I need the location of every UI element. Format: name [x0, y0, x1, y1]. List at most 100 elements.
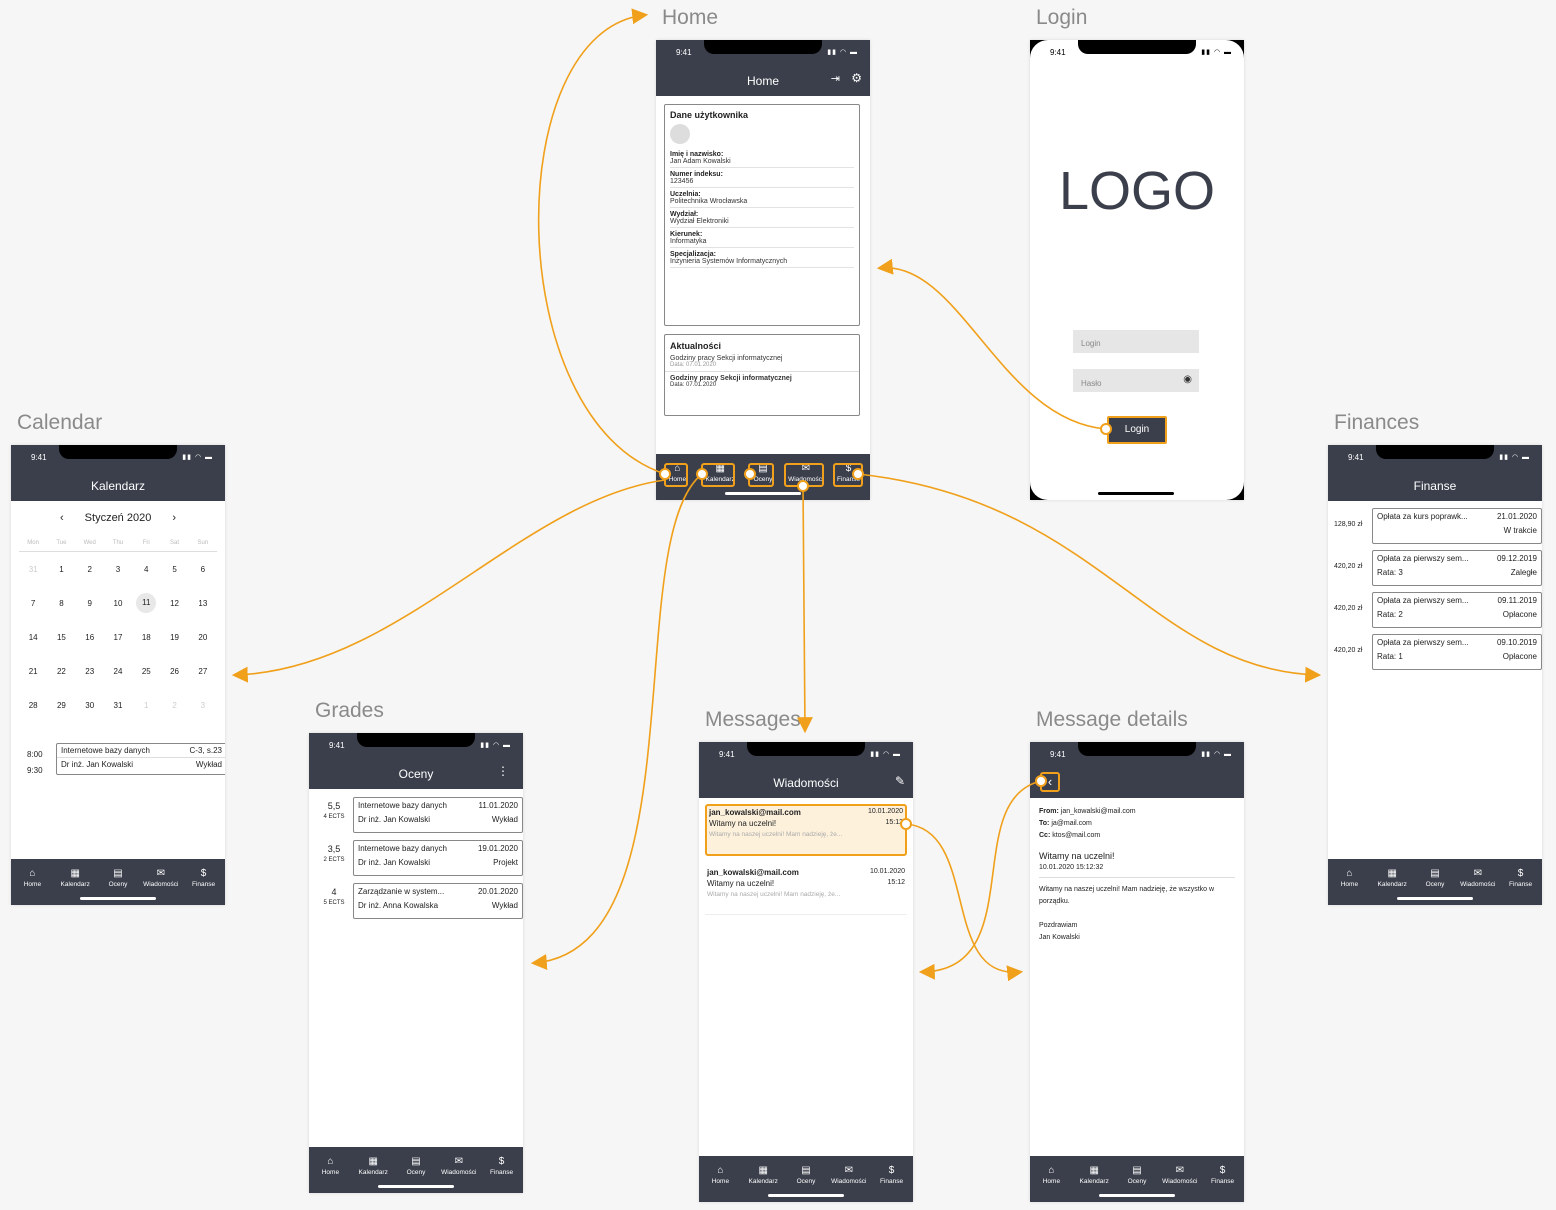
finance-line: Opłata za pierwszy sem...09.12.2019: [1373, 551, 1541, 563]
tab-calendar[interactable]: ▦Kalendarz: [742, 1156, 785, 1202]
tab-mail[interactable]: ✉Wiadomości: [827, 1156, 870, 1202]
arrow-home-to-messages: [796, 484, 813, 734]
more-icon[interactable]: ⋮: [497, 764, 509, 778]
tab-calendar[interactable]: ▦Kalendarz: [54, 859, 97, 905]
day-cell[interactable]: 2: [76, 565, 104, 574]
event-time: 8:00 9:30: [27, 747, 43, 779]
day-cell[interactable]: 31: [104, 701, 132, 710]
day-cell[interactable]: 27: [189, 667, 217, 676]
day-cell[interactable]: 3: [104, 565, 132, 574]
tab-grades[interactable]: ▤Oceny: [1116, 1156, 1159, 1202]
news-item[interactable]: Godziny pracy Sekcji informatycznej Data…: [665, 355, 859, 372]
tab-mail[interactable]: ✉Wiadomości: [139, 859, 182, 905]
tab-dollar[interactable]: $Finanse: [870, 1156, 913, 1202]
frame-label-messages: Messages: [705, 708, 801, 731]
day-cell[interactable]: 19: [160, 633, 188, 642]
day-cell[interactable]: 26: [160, 667, 188, 676]
tab-calendar[interactable]: ▦Kalendarz: [699, 454, 742, 500]
tab-dollar[interactable]: $Finanse: [827, 454, 870, 500]
tab-dollar[interactable]: $Finanse: [182, 859, 225, 905]
day-cell[interactable]: 16: [76, 633, 104, 642]
day-cell[interactable]: 8: [47, 599, 75, 608]
chevron-left-icon[interactable]: ‹: [59, 512, 64, 524]
day-cell[interactable]: 1: [132, 701, 160, 710]
login-input[interactable]: Login: [1073, 330, 1199, 353]
tab-mail[interactable]: ✉Wiadomości: [437, 1147, 480, 1193]
day-cell[interactable]: 29: [47, 701, 75, 710]
tab-calendar[interactable]: ▦Kalendarz: [1371, 859, 1414, 905]
tab-dollar[interactable]: $Finanse: [1201, 1156, 1244, 1202]
day-cell[interactable]: 28: [19, 701, 47, 710]
day-cell[interactable]: 22: [47, 667, 75, 676]
day-cell[interactable]: 5: [160, 565, 188, 574]
day-cell[interactable]: 18: [132, 633, 160, 642]
login-button[interactable]: Login: [1107, 416, 1167, 444]
day-cell[interactable]: 25: [132, 667, 160, 676]
day-cell[interactable]: 17: [104, 633, 132, 642]
edit-icon[interactable]: ✎: [894, 774, 905, 788]
tab-mail[interactable]: ✉Wiadomości: [1456, 859, 1499, 905]
message-greeting: Pozdrawiam: [1039, 922, 1078, 929]
tab-dollar[interactable]: $Finanse: [1499, 859, 1542, 905]
day-cell[interactable]: 30: [76, 701, 104, 710]
gear-icon[interactable]: ⚙: [851, 71, 862, 85]
day-cell[interactable]: 9: [76, 599, 104, 608]
day-cell[interactable]: 3: [189, 701, 217, 710]
day-cell[interactable]: 20: [189, 633, 217, 642]
tab-grades[interactable]: ▤Oceny: [395, 1147, 438, 1193]
tab-grades[interactable]: ▤Oceny: [742, 454, 785, 500]
day-cell[interactable]: 12: [160, 599, 188, 608]
page-title: Finanse: [1413, 479, 1457, 493]
tab-home[interactable]: ⌂Home: [1030, 1156, 1073, 1202]
message-time: 15:12: [887, 879, 905, 886]
day-cell[interactable]: 23: [76, 667, 104, 676]
eye-icon[interactable]: ◉: [1183, 374, 1192, 385]
mail-icon: ✉: [801, 463, 810, 474]
password-input[interactable]: Hasło ◉: [1073, 369, 1199, 392]
day-cell[interactable]: 10: [104, 599, 132, 608]
tab-mail[interactable]: ✉Wiadomości: [1158, 1156, 1201, 1202]
tab-home[interactable]: ⌂Home: [656, 454, 699, 500]
day-cell[interactable]: 21: [19, 667, 47, 676]
day-cell[interactable]: 11: [132, 593, 160, 613]
news-item-title: Godziny pracy Sekcji informatycznej: [670, 375, 792, 382]
tab-grades[interactable]: ▤Oceny: [97, 859, 140, 905]
chevron-right-icon[interactable]: ›: [172, 512, 177, 524]
day-cell[interactable]: 2: [160, 701, 188, 710]
tab-home[interactable]: ⌂Home: [309, 1147, 352, 1193]
field-label: Imię i nazwisko:: [670, 151, 724, 158]
day-cell[interactable]: 15: [47, 633, 75, 642]
day-cell[interactable]: 14: [19, 633, 47, 642]
tab-calendar[interactable]: ▦Kalendarz: [352, 1147, 395, 1193]
message-line: Witamy na uczelni!15:12: [709, 819, 903, 828]
day-cell[interactable]: 31: [19, 565, 47, 574]
tab-home[interactable]: ⌂Home: [11, 859, 54, 905]
logout-icon[interactable]: ⇥: [830, 73, 840, 85]
tab-calendar[interactable]: ▦Kalendarz: [1073, 1156, 1116, 1202]
connector-dot: [900, 818, 912, 830]
day-cell[interactable]: 13: [189, 599, 217, 608]
tab-home[interactable]: ⌂Home: [699, 1156, 742, 1202]
day-cell[interactable]: 6: [189, 565, 217, 574]
day-cell[interactable]: 4: [132, 565, 160, 574]
news-item[interactable]: Godziny pracy Sekcji informatycznej Data…: [665, 372, 859, 388]
day-cell[interactable]: 1: [47, 565, 75, 574]
day-cell[interactable]: 7: [19, 599, 47, 608]
tab-home[interactable]: ⌂Home: [1328, 859, 1371, 905]
tab-mail[interactable]: ✉Wiadomości: [784, 454, 827, 500]
tab-grades[interactable]: ▤Oceny: [1414, 859, 1457, 905]
tab-dollar[interactable]: $Finanse: [480, 1147, 523, 1193]
tab-grades[interactable]: ▤Oceny: [785, 1156, 828, 1202]
day-cell[interactable]: 24: [104, 667, 132, 676]
